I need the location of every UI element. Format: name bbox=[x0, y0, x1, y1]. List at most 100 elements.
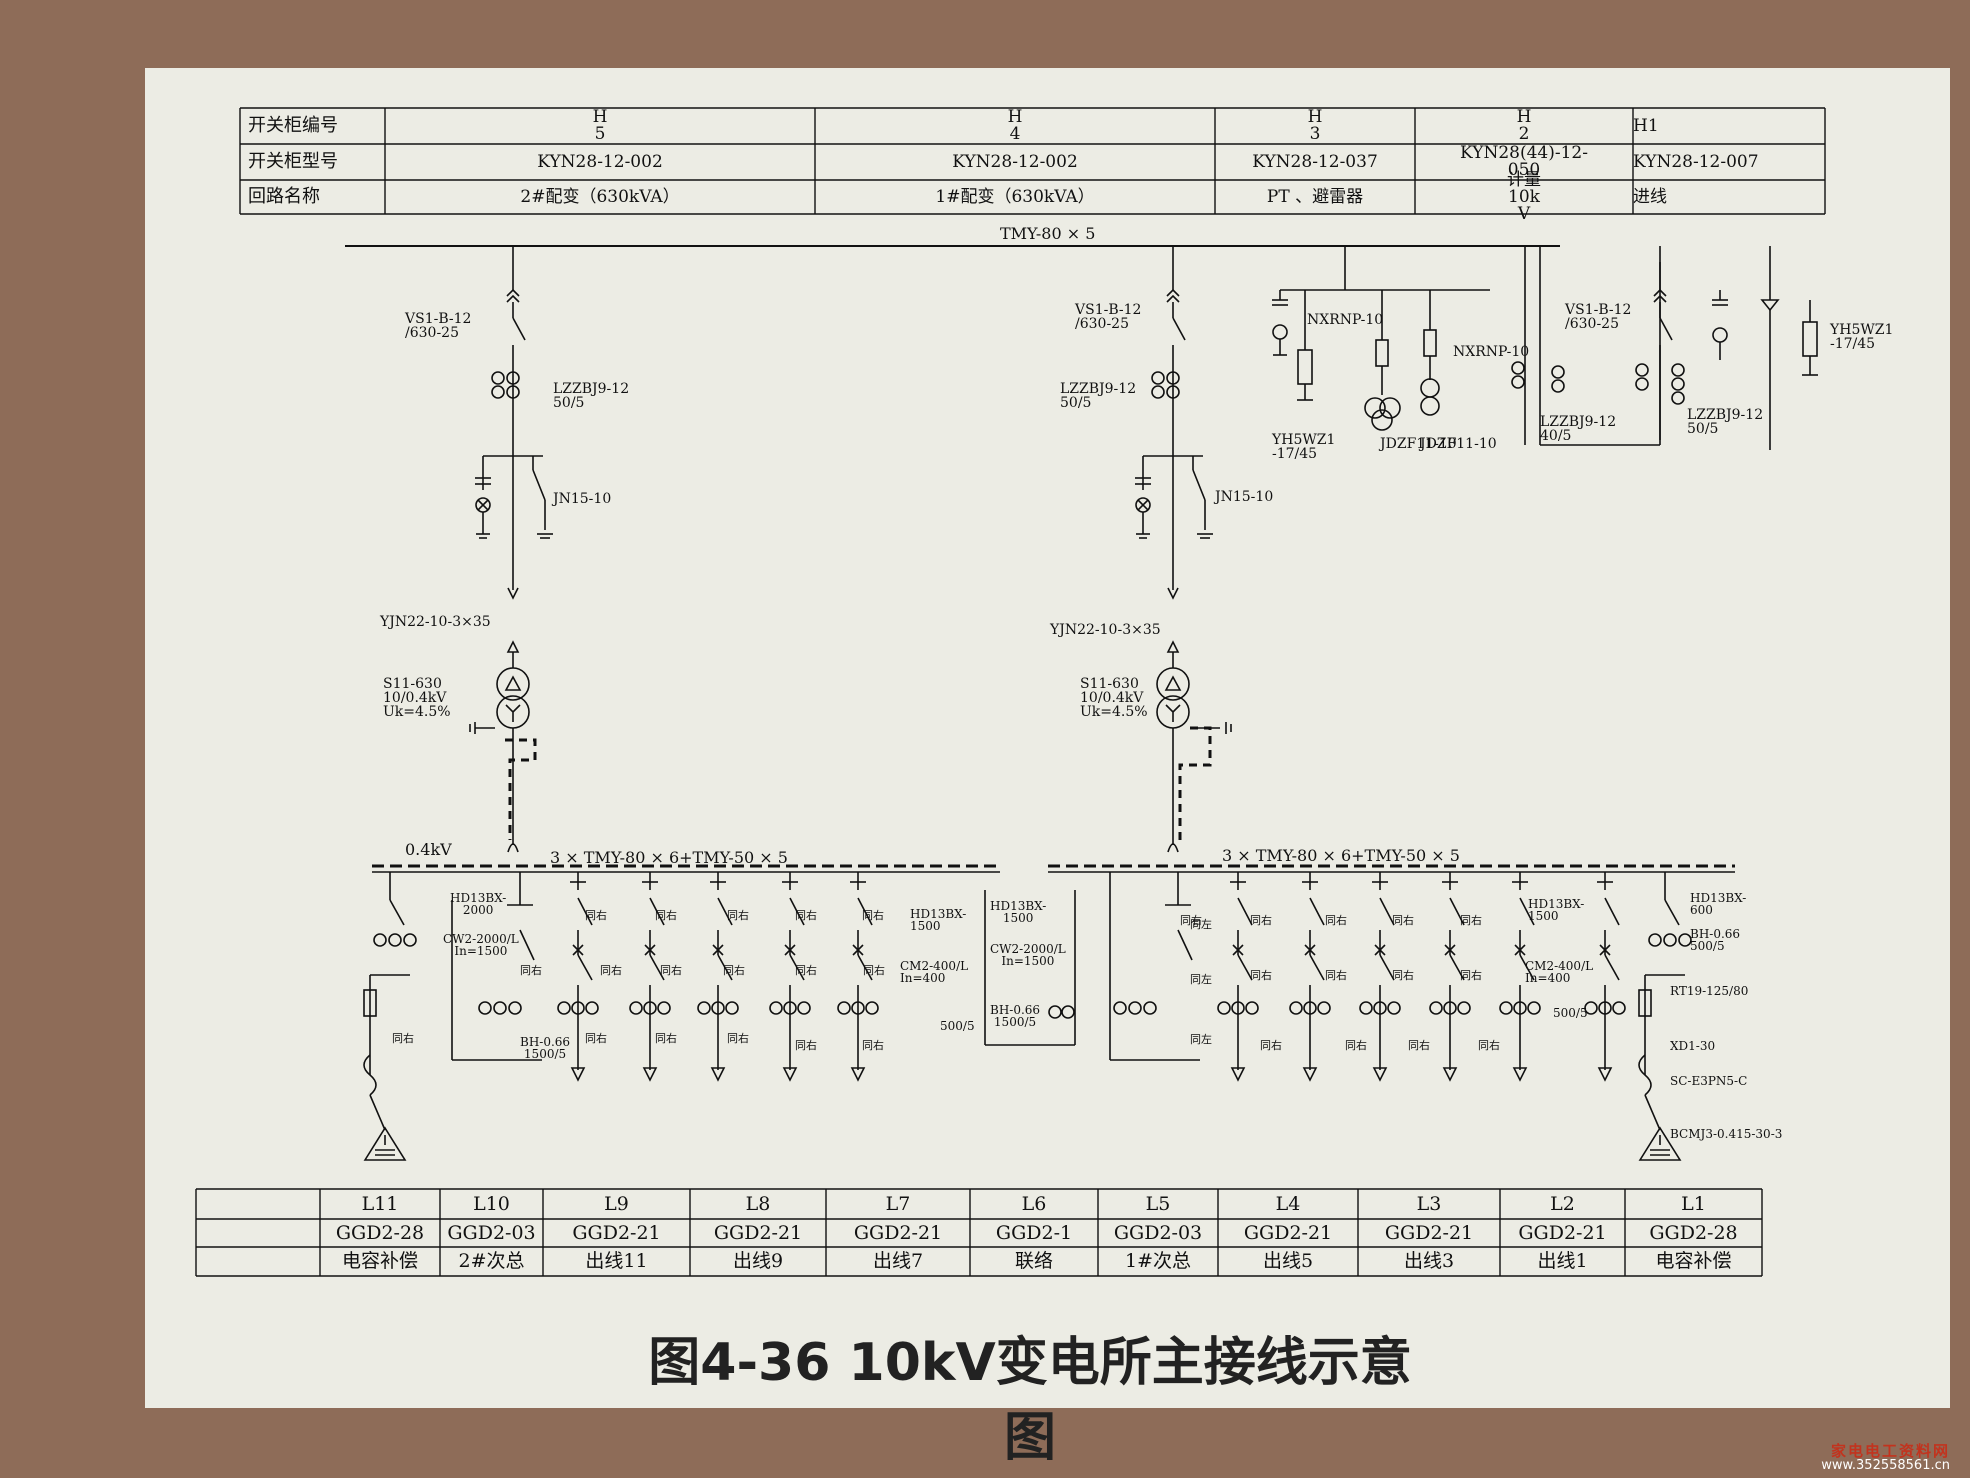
feeder-h5-ct bbox=[506, 371, 520, 385]
capacitor-bank bbox=[363, 1126, 407, 1161]
same-as-right-tag: 同右 bbox=[660, 964, 682, 977]
figure-title: 图4-36 10kV变电所主接线示意图 bbox=[648, 1333, 1412, 1468]
lv-ct bbox=[783, 1001, 797, 1015]
lv-breaker bbox=[649, 954, 665, 981]
same-as-right-tag: 同右 bbox=[862, 1039, 884, 1052]
lv-ct bbox=[1457, 1001, 1471, 1015]
bottom-table-cell: 电容补偿 bbox=[341, 1250, 418, 1272]
same-as-right-tag: 同右 bbox=[585, 1032, 607, 1045]
same-as-right-tag: 同右 bbox=[795, 1039, 817, 1052]
top-table-cell: KYN28(44)-12- 050 bbox=[1460, 143, 1588, 180]
arrester-h1 bbox=[1802, 321, 1818, 357]
single-line-diagram bbox=[195, 107, 1826, 1277]
lv-feeder-end bbox=[1442, 1067, 1458, 1082]
main-ct bbox=[1128, 1001, 1142, 1015]
lv-ct bbox=[1217, 1001, 1231, 1015]
tie-breaker-label: CW2-2000/L In=1500 bbox=[990, 942, 1066, 968]
top-table-cell: H 2 bbox=[1516, 107, 1532, 144]
feeder-h5-tx-wye bbox=[505, 704, 521, 722]
feeder-h5-tx bbox=[496, 667, 530, 701]
bottom-table-cell: GGD2-03 bbox=[447, 1221, 536, 1244]
cap-reactor bbox=[363, 1054, 377, 1096]
pt-lamp bbox=[1272, 324, 1288, 340]
main-breaker bbox=[519, 929, 535, 961]
feeder-h5-tx-delta bbox=[504, 675, 522, 691]
lv-switch bbox=[1519, 897, 1535, 926]
lv-ct bbox=[1359, 1001, 1373, 1015]
feeder-h4-ct bbox=[1151, 385, 1165, 399]
ct-h2 bbox=[1511, 375, 1525, 389]
bottom-table-cell: L6 bbox=[1021, 1192, 1047, 1215]
main-ct bbox=[508, 1001, 522, 1015]
top-table-cell: KYN28-12-037 bbox=[1252, 151, 1378, 172]
same-as-right-tag: 同右 bbox=[795, 964, 817, 977]
cap-switch-label: HD13BX- 600 bbox=[1690, 891, 1747, 917]
lv-feeder-end bbox=[782, 1067, 798, 1082]
same-as-right-tag: 同右 bbox=[723, 964, 745, 977]
main-ct bbox=[478, 1001, 492, 1015]
pe-conductor-1 bbox=[505, 738, 537, 840]
lv-breaker bbox=[1304, 944, 1316, 956]
feeder-h5-lamp bbox=[477, 499, 489, 511]
arrester-label-h3: YH5WZ1 -17/45 bbox=[1272, 432, 1336, 462]
lv-ct bbox=[1303, 1001, 1317, 1015]
top-table-cell: 1#配变（630kVA） bbox=[935, 186, 1095, 207]
tie-ct-label: BH-0.66 1500/5 bbox=[990, 1003, 1041, 1029]
lv-breaker bbox=[717, 954, 733, 981]
same-as-right-tag: 同右 bbox=[1260, 1039, 1282, 1052]
lv-breaker bbox=[857, 954, 873, 981]
top-table-row-label: 回路名称 bbox=[248, 186, 320, 207]
bottom-table-cell: L1 bbox=[1681, 1192, 1706, 1215]
lv-ct bbox=[657, 1001, 671, 1015]
vt-h3 bbox=[1371, 409, 1393, 431]
feeder-h4-tx bbox=[1156, 667, 1190, 701]
lv-ct bbox=[711, 1001, 725, 1015]
incoming-plug bbox=[1653, 288, 1667, 303]
same-as-right-tag: 同右 bbox=[1408, 1039, 1430, 1052]
ct-h1 bbox=[1671, 363, 1685, 377]
feeder-h4-ct bbox=[1166, 385, 1180, 399]
feeder-h4-es bbox=[1192, 469, 1206, 501]
feeder-h5-crossover bbox=[507, 843, 519, 853]
watermark-url: www.352558561.cn bbox=[1821, 1458, 1950, 1473]
bottom-table-cell: L4 bbox=[1275, 1192, 1301, 1215]
feeder-h5-cable-end bbox=[507, 587, 519, 600]
same-as-right-tag: 同右 bbox=[795, 909, 817, 922]
same-as-left-tag: 同左 bbox=[1190, 1033, 1212, 1046]
feeder-h4-cable-end bbox=[1167, 587, 1179, 600]
ct-label-h5: LZZBJ9-12 50/5 bbox=[553, 381, 630, 411]
lv-breaker bbox=[784, 944, 796, 956]
main-ct bbox=[493, 1001, 507, 1015]
feeder-h5-plug bbox=[506, 288, 520, 303]
top-table-row-label: 开关柜编号 bbox=[248, 115, 338, 136]
cap-contactor-label: SC-E3PN5-C bbox=[1670, 1074, 1748, 1088]
breaker-label-h5: VS1-B-12 /630-25 bbox=[405, 311, 472, 341]
cap-contactor bbox=[1644, 1094, 1661, 1131]
ct-h1 bbox=[1671, 391, 1685, 405]
lv-feeder-end bbox=[850, 1067, 866, 1082]
top-table-cell: 2#配变（630kVA） bbox=[520, 186, 680, 207]
lv-bus-label-right: 3 × TMY-80 × 6+TMY-50 × 5 bbox=[1222, 846, 1460, 865]
fuse-label-pt: NXRNP-10 bbox=[1307, 312, 1384, 328]
cap-switch bbox=[389, 899, 405, 926]
feeder-h5-ct bbox=[491, 385, 505, 399]
bottom-table-cell: L7 bbox=[885, 1192, 911, 1215]
lv-feeder-end bbox=[1230, 1067, 1246, 1082]
lv-ct bbox=[557, 1001, 571, 1015]
lv-ct bbox=[797, 1001, 811, 1015]
top-table-cell: KYN28-12-007 bbox=[1633, 151, 1759, 172]
lv-breaker bbox=[1449, 954, 1465, 981]
feeder-ct-label-right: 500/5 bbox=[1553, 1006, 1588, 1020]
bottom-table-cell: GGD2-28 bbox=[1649, 1221, 1738, 1244]
lv-breaker bbox=[1232, 944, 1244, 956]
feeder-h5-ct bbox=[506, 385, 520, 399]
bottom-table-cell: L9 bbox=[604, 1192, 629, 1215]
main-ct-label-l10: BH-0.66 1500/5 bbox=[520, 1035, 571, 1061]
lv-switch bbox=[1449, 897, 1465, 926]
feeder-h4-plug bbox=[1166, 288, 1180, 303]
lv-switch bbox=[1379, 897, 1395, 926]
top-table-cell: KYN28-12-002 bbox=[952, 151, 1078, 172]
feeder-h4-breaker bbox=[1172, 317, 1186, 341]
top-table-cell: H 3 bbox=[1307, 107, 1323, 144]
lv-breaker bbox=[1514, 944, 1526, 956]
